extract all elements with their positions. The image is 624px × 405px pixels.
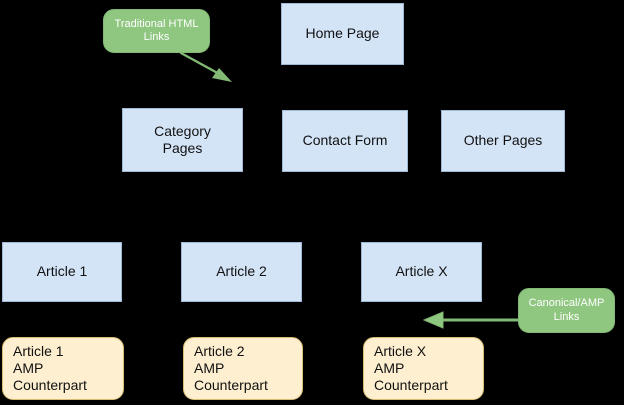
annotation-traditional-html-links-label: Traditional HTML Links: [114, 17, 199, 43]
node-category-pages-label: Category Pages: [154, 122, 211, 156]
arrow-traditional-links-head: [212, 68, 232, 82]
node-article-x-amp-counterpart-label: Article X AMP Counterpart: [374, 342, 448, 394]
node-other-pages-label: Other Pages: [463, 132, 543, 149]
node-article-1-amp-counterpart-label: Article 1 AMP Counterpart: [13, 342, 87, 394]
node-category-pages[interactable]: Category Pages: [122, 108, 243, 172]
node-contact-form[interactable]: Contact Form: [282, 110, 408, 172]
annotation-canonical-amp-links[interactable]: Canonical/AMP Links: [518, 288, 615, 333]
annotation-traditional-html-links[interactable]: Traditional HTML Links: [103, 9, 210, 53]
node-article-2-label: Article 2: [216, 263, 267, 280]
node-article-x-label: Article X: [395, 263, 448, 280]
node-article-2-amp-counterpart-label: Article 2 AMP Counterpart: [194, 342, 268, 394]
node-article-1-amp-counterpart[interactable]: Article 1 AMP Counterpart: [2, 337, 124, 400]
node-article-x[interactable]: Article X: [361, 242, 482, 302]
node-contact-form-label: Contact Form: [302, 132, 388, 149]
node-article-2-amp-counterpart[interactable]: Article 2 AMP Counterpart: [183, 337, 303, 400]
node-article-1[interactable]: Article 1: [2, 242, 122, 302]
arrow-canonical-links: [422, 311, 518, 329]
node-article-1-label: Article 1: [36, 263, 88, 280]
annotation-canonical-amp-links-label: Canonical/AMP Links: [528, 297, 605, 323]
node-other-pages[interactable]: Other Pages: [441, 110, 565, 172]
node-home-page-label: Home Page: [305, 25, 380, 42]
arrow-traditional-links: [179, 51, 232, 82]
node-article-2[interactable]: Article 2: [181, 242, 302, 302]
arrow-canonical-links-head: [422, 311, 444, 329]
arrow-traditional-links-shaft: [179, 51, 225, 78]
node-article-x-amp-counterpart[interactable]: Article X AMP Counterpart: [363, 337, 484, 400]
node-home-page[interactable]: Home Page: [281, 3, 404, 65]
